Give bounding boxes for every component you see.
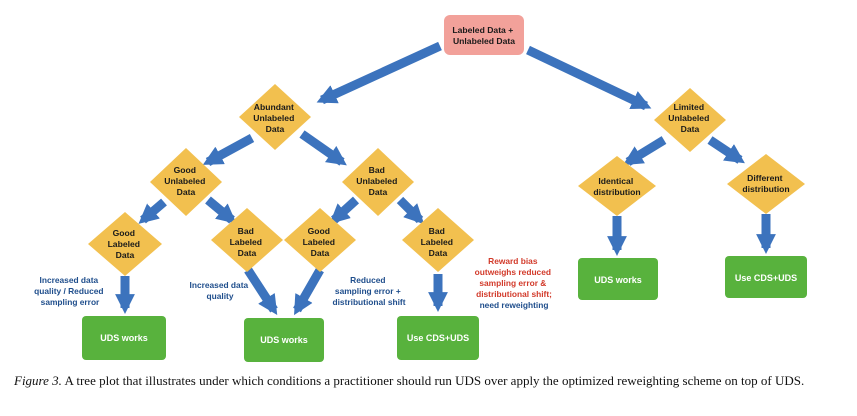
annotation-reward-bias: Reward bias outweighs reduced sampling e… — [475, 256, 554, 310]
svg-text:Identical distribution: Identical distribution — [593, 176, 640, 197]
arrows — [115, 41, 776, 316]
svg-text:Good Labeled Data: Good Labeled Data — [108, 228, 143, 260]
annotation-increased-quality-2: Increased data quality — [190, 280, 251, 301]
node-bad-labeled-2: Bad Labeled Data — [402, 208, 474, 272]
root-box — [444, 15, 524, 55]
tree-diagram: Labeled Data + Unlabeled Data Abundant U… — [34, 15, 807, 362]
leaf-use-cds-uds-2: Use CDS+UDS — [725, 256, 807, 298]
svg-text:Different distribution: Different distribution — [742, 173, 789, 194]
node-limited-unlabeled: Limited Unlabeled Data — [654, 88, 726, 152]
arrow-good-unlabeled-to-good-labeled — [138, 198, 167, 224]
leaf-uds-works-2: UDS works — [244, 318, 324, 362]
svg-text:Bad Labeled Data: Bad Labeled Data — [421, 226, 456, 258]
svg-text:UDS works: UDS works — [594, 275, 642, 285]
arrow-abundant-to-bad-unlabeled — [299, 130, 347, 166]
svg-text:Bad Labeled Data: Bad Labeled Data — [230, 226, 265, 258]
arrow-good-unlabeled-to-bad-labeled — [205, 196, 237, 224]
svg-text:Increased data quality /: Increased data quality / Reduced samplin… — [34, 275, 106, 307]
svg-text:Use CDS+UDS: Use CDS+UDS — [407, 333, 469, 343]
figure-caption: Figure 3. A tree plot that illustrates u… — [14, 372, 850, 389]
svg-text:UDS works: UDS works — [100, 333, 148, 343]
arrow-bad-unlabeled-to-good-labeled — [329, 196, 360, 224]
node-different-distribution: Different distribution — [727, 154, 805, 214]
root-label: Labeled Data + Unlabeled Data — [452, 25, 515, 46]
svg-text:Good Unlabeled Dat: Good Unlabeled Data — [164, 165, 207, 197]
leaf-uds-works-3: UDS works — [578, 258, 658, 300]
annotation-need-reweighting: need reweighting — [480, 300, 549, 310]
arrow-limited-to-identical — [622, 136, 667, 166]
arrow-root-to-limited — [526, 45, 652, 111]
leaf-uds-works-1: UDS works — [82, 316, 166, 360]
node-bad-labeled-1: Bad Labeled Data — [211, 208, 283, 272]
arrow-bad-labeled-to-uds-works — [244, 267, 278, 315]
svg-text:Use CDS+UDS: Use CDS+UDS — [735, 273, 797, 283]
figure-caption-text: A tree plot that illustrates under which… — [61, 373, 805, 388]
svg-text:Bad Unlabeled Data: Bad Unlabeled Data — [356, 165, 399, 197]
figure-label: Figure 3. — [14, 373, 62, 388]
svg-text:Good Labeled Data: Good Labeled Data — [303, 226, 338, 258]
node-good-labeled-2: Good Labeled Data — [284, 208, 356, 272]
annotation-reduced-error: Reduced sampling error + distributional … — [332, 275, 405, 307]
node-good-labeled-1: Good Labeled Data — [88, 212, 162, 276]
svg-text:Reward bias outweighs re: Reward bias outweighs reduced sampling e… — [475, 256, 554, 299]
node-good-unlabeled: Good Unlabeled Data — [150, 148, 222, 216]
root-node: Labeled Data + Unlabeled Data — [444, 15, 524, 55]
leaf-use-cds-uds-1: Use CDS+UDS — [397, 316, 479, 360]
node-abundant-unlabeled: Abundant Unlabeled Data — [239, 84, 311, 150]
arrow-abundant-to-good-unlabeled — [202, 134, 255, 166]
node-identical-distribution: Identical distribution — [578, 156, 656, 216]
node-bad-unlabeled: Bad Unlabeled Data — [342, 148, 414, 216]
svg-text:Abundant Unlabeled: Abundant Unlabeled Data — [253, 102, 296, 134]
arrow-good-labeled-2-to-uds-works — [293, 267, 324, 316]
svg-text:Reduced sampling error +: Reduced sampling error + distributional … — [332, 275, 405, 307]
arrow-root-to-abundant — [316, 41, 442, 105]
annotation-increased-quality: Increased data quality / Reduced samplin… — [34, 275, 106, 307]
arrow-limited-to-different — [707, 136, 745, 164]
svg-text:UDS works: UDS works — [260, 335, 308, 345]
svg-text:Limited Unlabeled: Limited Unlabeled Data — [668, 102, 711, 134]
svg-text:Increased data quality: Increased data quality — [190, 280, 251, 301]
arrow-bad-unlabeled-to-bad-labeled — [396, 196, 425, 225]
